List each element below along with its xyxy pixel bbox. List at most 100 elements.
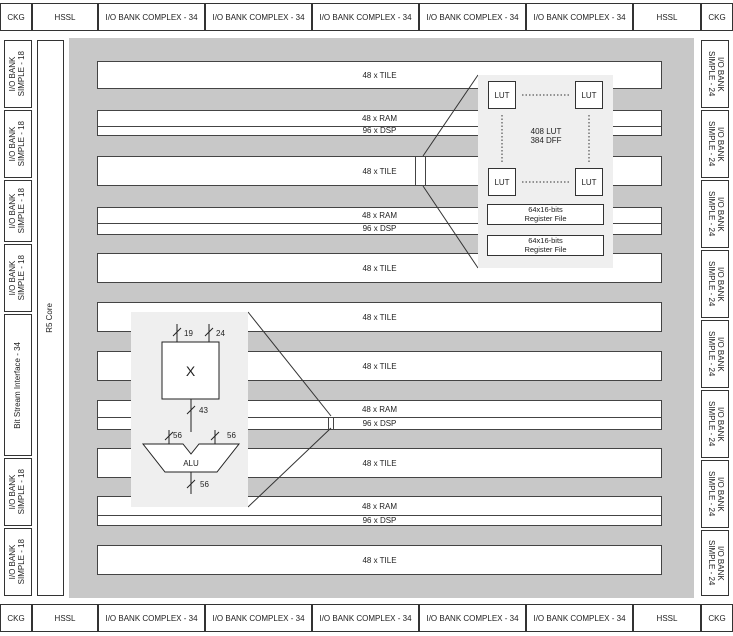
- tile-detail-inset: LUT LUT LUT LUT 408 LUT 384 DFF 64x16-bi…: [478, 75, 613, 268]
- right-io-bank-label: I/O BANK SIMPLE - 24: [707, 471, 725, 517]
- bottom-cell-label: I/O BANK COMPLEX - 34: [533, 613, 626, 623]
- tile-slice-marker: [415, 157, 426, 185]
- left-io-bank-2: I/O BANK SIMPLE - 18: [4, 110, 32, 178]
- top-cell-label: CKG: [708, 12, 726, 22]
- alu-output-width: 56: [200, 480, 209, 489]
- multiplier-symbol: X: [185, 362, 196, 379]
- top-io-complex-1: I/O BANK COMPLEX - 34: [98, 3, 205, 31]
- right-io-bank-1: I/O BANK SIMPLE - 24: [701, 40, 729, 108]
- top-cell-label: I/O BANK COMPLEX - 34: [105, 12, 198, 22]
- top-cell-label: HSSL: [54, 12, 76, 22]
- lut-label: LUT: [494, 90, 510, 100]
- right-io-bank-6: I/O BANK SIMPLE - 24: [701, 390, 729, 458]
- top-io-complex-4: I/O BANK COMPLEX - 34: [419, 3, 526, 31]
- lut-block: LUT: [575, 81, 603, 109]
- register-file: 64x16-bits Register File: [487, 235, 604, 256]
- bottom-cell-label: HSSL: [656, 613, 678, 623]
- bottom-cell-label: HSSL: [54, 613, 76, 623]
- tile-label: 48 x TILE: [362, 166, 397, 176]
- input-b-width: 24: [216, 329, 225, 338]
- dsp-detail-inset: 19 24 X 43 56 56 ALU 56: [131, 312, 248, 507]
- multiplier-output-width: 43: [199, 406, 208, 415]
- bottom-cell-label: I/O BANK COMPLEX - 34: [212, 613, 305, 623]
- right-io-bank-label: I/O BANK SIMPLE - 24: [707, 401, 725, 447]
- lut-block: LUT: [488, 81, 516, 109]
- left-io-bank-3: I/O BANK SIMPLE - 18: [4, 180, 32, 242]
- right-io-bank-label: I/O BANK SIMPLE - 24: [707, 331, 725, 377]
- top-cell-label: I/O BANK COMPLEX - 34: [533, 12, 626, 22]
- ram-label: 48 x RAM: [98, 497, 661, 516]
- bottom-hssl-right: HSSL: [633, 604, 701, 632]
- bottom-ckg-left: CKG: [0, 604, 32, 632]
- tile-row: 48 x TILE: [97, 545, 662, 575]
- bottom-cell-label: I/O BANK COMPLEX - 34: [426, 613, 519, 623]
- right-io-bank-5: I/O BANK SIMPLE - 24: [701, 320, 729, 388]
- tile-label: 48 x TILE: [362, 70, 397, 80]
- register-file: 64x16-bits Register File: [487, 204, 604, 225]
- lut-label: LUT: [581, 177, 597, 187]
- lut-block: LUT: [575, 168, 603, 196]
- right-io-bank-8: I/O BANK SIMPLE - 24: [701, 530, 729, 596]
- tile-label: 48 x TILE: [362, 458, 397, 468]
- bottom-io-complex-2: I/O BANK COMPLEX - 34: [205, 604, 312, 632]
- alu-input-a-width: 56: [173, 431, 182, 440]
- tile-label: 48 x TILE: [362, 555, 397, 565]
- right-io-bank-3: I/O BANK SIMPLE - 24: [701, 180, 729, 248]
- ram-label: 48 x RAM: [98, 208, 661, 224]
- top-ckg-left: CKG: [0, 3, 32, 31]
- top-io-complex-3: I/O BANK COMPLEX - 34: [312, 3, 419, 31]
- dsp-label: 96 x DSP: [362, 126, 397, 135]
- top-cell-label: HSSL: [656, 12, 678, 22]
- tile-label: 48 x TILE: [362, 263, 397, 273]
- top-hssl-left: HSSL: [32, 3, 98, 31]
- left-io-bank-6: I/O BANK SIMPLE - 18: [4, 528, 32, 596]
- top-io-complex-5: I/O BANK COMPLEX - 34: [526, 3, 633, 31]
- dsp-datapath: [141, 324, 241, 494]
- lut-label: LUT: [494, 177, 510, 187]
- dsp-label: 96 x DSP: [362, 418, 397, 428]
- bit-stream-interface: Bit Stream Interface - 34: [4, 314, 32, 456]
- right-io-bank-label: I/O BANK SIMPLE - 24: [707, 191, 725, 237]
- lut-label: LUT: [581, 90, 597, 100]
- r5-core: R5 Core: [37, 40, 64, 596]
- right-io-bank-7: I/O BANK SIMPLE - 24: [701, 460, 729, 528]
- right-io-bank-label: I/O BANK SIMPLE - 24: [707, 261, 725, 307]
- lut-dotted-links: [501, 94, 590, 183]
- top-cell-label: CKG: [7, 12, 25, 22]
- top-cell-label: I/O BANK COMPLEX - 34: [426, 12, 519, 22]
- dsp-label: 96 x DSP: [362, 224, 397, 233]
- bottom-io-complex-3: I/O BANK COMPLEX - 34: [312, 604, 419, 632]
- bottom-cell-label: I/O BANK COMPLEX - 34: [319, 613, 412, 623]
- left-io-bank-1: I/O BANK SIMPLE - 18: [4, 40, 32, 108]
- alu-input-b-width: 56: [227, 431, 236, 440]
- ram-label: 48 x RAM: [98, 111, 661, 127]
- left-io-bank-5: I/O BANK SIMPLE - 18: [4, 458, 32, 526]
- right-io-bank-label: I/O BANK SIMPLE - 24: [707, 540, 725, 586]
- right-io-bank-2: I/O BANK SIMPLE - 24: [701, 110, 729, 178]
- right-io-bank-4: I/O BANK SIMPLE - 24: [701, 250, 729, 318]
- bottom-io-complex-4: I/O BANK COMPLEX - 34: [419, 604, 526, 632]
- top-hssl-right: HSSL: [633, 3, 701, 31]
- bottom-hssl-left: HSSL: [32, 604, 98, 632]
- alu-label: ALU: [183, 459, 199, 468]
- bottom-cell-label: I/O BANK COMPLEX - 34: [105, 613, 198, 623]
- input-a-width: 19: [184, 329, 193, 338]
- lut-block: LUT: [488, 168, 516, 196]
- lut-dff-summary: 408 LUT 384 DFF: [530, 127, 562, 145]
- dsp-slice-marker: [328, 417, 334, 429]
- right-io-bank-label: I/O BANK SIMPLE - 24: [707, 51, 725, 97]
- bottom-io-complex-1: I/O BANK COMPLEX - 34: [98, 604, 205, 632]
- ram-label: 48 x RAM: [98, 401, 661, 418]
- tile-label: 48 x TILE: [362, 312, 397, 322]
- right-io-bank-label: I/O BANK SIMPLE - 24: [707, 121, 725, 167]
- bottom-cell-label: CKG: [708, 613, 726, 623]
- bottom-io-complex-5: I/O BANK COMPLEX - 34: [526, 604, 633, 632]
- top-cell-label: I/O BANK COMPLEX - 34: [319, 12, 412, 22]
- dsp-label: 96 x DSP: [362, 515, 397, 525]
- top-cell-label: I/O BANK COMPLEX - 34: [212, 12, 305, 22]
- bottom-cell-label: CKG: [7, 613, 25, 623]
- left-io-bank-4: I/O BANK SIMPLE - 18: [4, 244, 32, 312]
- top-io-complex-2: I/O BANK COMPLEX - 34: [205, 3, 312, 31]
- tile-label: 48 x TILE: [362, 361, 397, 371]
